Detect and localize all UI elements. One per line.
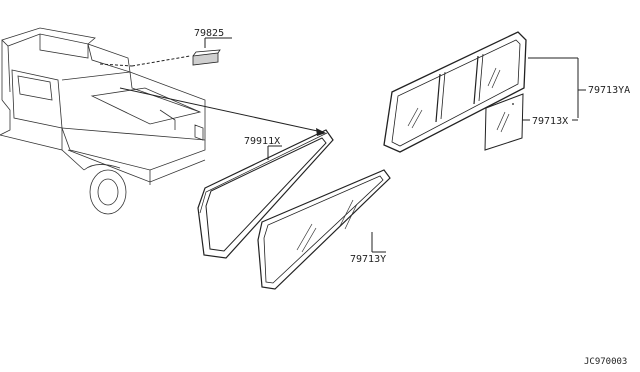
label-79713X: 79713X bbox=[532, 116, 568, 127]
label-79911X: 79911X bbox=[244, 136, 280, 147]
label-79825: 79825 bbox=[194, 28, 224, 39]
leader-79825-dashed bbox=[99, 55, 191, 67]
pointer-arrow bbox=[119, 87, 326, 136]
part-79825-clip bbox=[192, 37, 232, 66]
label-79713Y: 79713Y bbox=[350, 254, 386, 265]
pickup-truck-illustration bbox=[0, 27, 206, 215]
part-79713X-slide-glass bbox=[484, 93, 578, 151]
diagram-footer-code: JC970003 bbox=[584, 357, 627, 367]
part-79713Y-rear-glass bbox=[257, 169, 391, 290]
part-79911X-seal bbox=[197, 129, 334, 259]
label-79713YA: 79713YA bbox=[588, 85, 630, 96]
part-79713YA-sliding-window bbox=[383, 31, 586, 153]
